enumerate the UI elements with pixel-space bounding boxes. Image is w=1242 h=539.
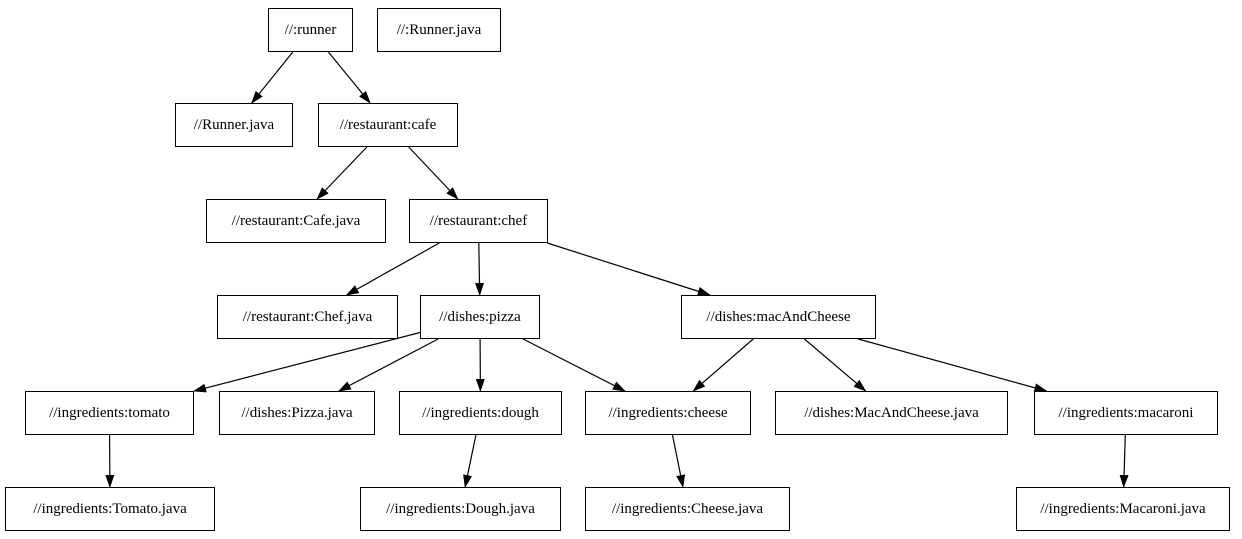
edge-chef-to-pizza [474, 242, 484, 296]
edge-pizza-to-cheese [522, 338, 626, 392]
edge-mac-and-cheese-to-mac-and-cheese-java [804, 338, 867, 392]
edge-mac-and-cheese-to-macaroni [857, 338, 1048, 393]
edge-runner-to-runner-java [251, 51, 294, 104]
edge-runner-to-cafe [327, 51, 371, 104]
graph-node-pizza: //dishes:pizza [420, 295, 540, 339]
edge-chef-to-chef-java [345, 242, 440, 296]
graph-node-tomato-java: //ingredients:Tomato.java [5, 487, 215, 531]
edge-cafe-to-chef [408, 146, 459, 200]
edge-mac-and-cheese-to-cheese [692, 338, 754, 392]
graph-node-mac-and-cheese-java: //dishes:MacAndCheese.java [775, 391, 1008, 435]
graph-node-runner: //:runner [268, 8, 353, 52]
edge-cheese-to-cheese-java [671, 434, 686, 488]
graph-node-chef: //restaurant:chef [409, 199, 548, 243]
edge-cafe-to-cafe-java [316, 146, 368, 200]
graph-node-cheese-java: //ingredients:Cheese.java [585, 487, 790, 531]
edge-chef-to-mac-and-cheese [547, 242, 711, 296]
edge-dough-to-dough-java [463, 434, 477, 488]
edge-macaroni-to-macaroni-java [1119, 434, 1129, 488]
graph-node-macaroni-java: //ingredients:Macaroni.java [1016, 487, 1230, 531]
graph-node-mac-and-cheese: //dishes:macAndCheese [681, 295, 876, 339]
graph-node-runner-java: //Runner.java [175, 103, 293, 147]
graph-node-pizza-java: //dishes:Pizza.java [219, 391, 375, 435]
graph-node-cafe: //restaurant:cafe [318, 103, 458, 147]
graph-node-chef-java: //restaurant:Chef.java [217, 295, 398, 339]
edge-pizza-to-tomato [193, 331, 421, 393]
graph-node-cheese: //ingredients:cheese [585, 391, 751, 435]
graph-node-tomato: //ingredients:tomato [25, 391, 194, 435]
graph-node-macaroni: //ingredients:macaroni [1034, 391, 1218, 435]
graph-node-dough-java: //ingredients:Dough.java [360, 487, 561, 531]
graph-node-cafe-java: //restaurant:Cafe.java [206, 199, 386, 243]
graph-node-dough: //ingredients:dough [399, 391, 562, 435]
graph-node-runner-java-src: //:Runner.java [377, 8, 501, 52]
edge-pizza-to-pizza-java [338, 338, 439, 392]
